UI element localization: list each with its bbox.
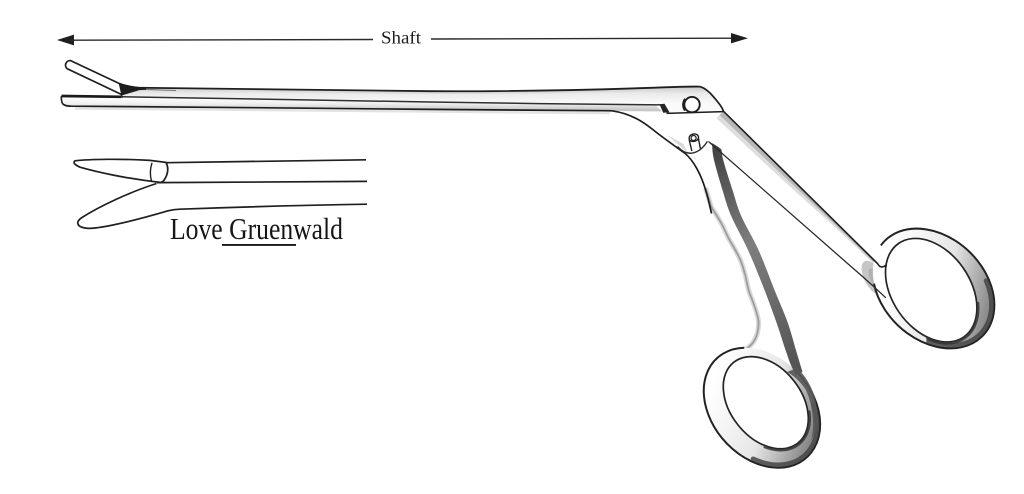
svg-text:Shaft: Shaft <box>381 28 421 48</box>
svg-text:Love Gruenwald: Love Gruenwald <box>170 211 343 246</box>
